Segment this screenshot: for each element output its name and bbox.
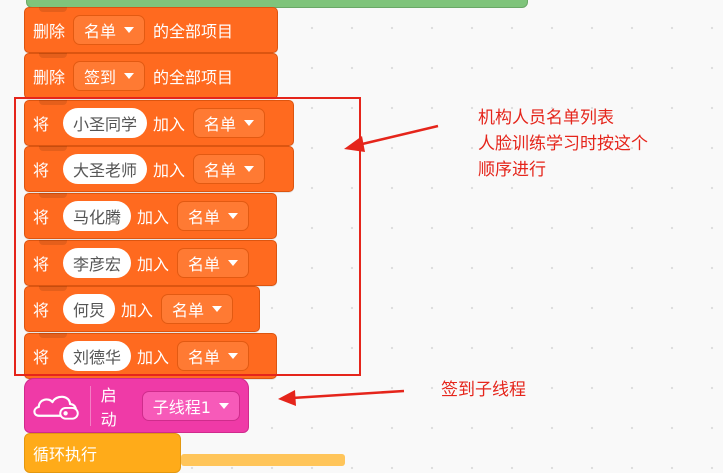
block-verb: 删除 (33, 22, 66, 41)
previous-block[interactable] (26, 0, 528, 8)
loop-label: 循环执行 (33, 445, 98, 464)
block-verb: 将 (33, 348, 50, 367)
dropdown-value: 名单 (188, 348, 221, 367)
add-to-list-block[interactable]: 将 刘德华 加入 名单 (24, 333, 277, 379)
caret-down-icon (228, 260, 239, 266)
block-notch (39, 53, 67, 58)
block-verb: 将 (33, 161, 50, 180)
start-label: 启动 (100, 385, 117, 429)
block-op: 加入 (153, 161, 186, 180)
annotation-line: 机构人员名单列表 (478, 108, 614, 128)
dropdown-value: 名单 (204, 161, 237, 180)
block-notch (39, 146, 67, 151)
block-op: 加入 (137, 348, 170, 367)
delete-all-block-list[interactable]: 删除 名单 的全部项目 (24, 7, 278, 53)
caret-down-icon (244, 120, 255, 126)
value-input[interactable]: 李彦宏 (63, 248, 132, 278)
block-op: 加入 (121, 301, 154, 320)
thread-icon (33, 395, 79, 420)
separator (89, 385, 91, 426)
thread-dropdown[interactable]: 子线程1 (141, 390, 240, 421)
value-input[interactable]: 刘德华 (63, 341, 132, 371)
block-op: 加入 (137, 255, 170, 274)
dropdown-value: 签到 (84, 68, 117, 87)
start-thread-block[interactable]: 启动 子线程1 (24, 378, 249, 433)
list-dropdown[interactable]: 名单 (193, 108, 266, 138)
caret-down-icon (228, 353, 239, 359)
add-to-list-block[interactable]: 将 马化腾 加入 名单 (24, 193, 277, 239)
dropdown-value: 名单 (188, 255, 221, 274)
list-dropdown[interactable]: 名单 (177, 201, 250, 231)
block-op: 加入 (137, 208, 170, 227)
annotation-arrows (278, 124, 439, 406)
annotation-line: 顺序进行 (478, 160, 546, 180)
add-to-list-block[interactable]: 将 李彦宏 加入 名单 (24, 240, 277, 286)
block-op: 加入 (153, 115, 186, 134)
arrow-icon (344, 124, 439, 152)
list-annotation: 机构人员名单列表 人脸训练学习时按这个 顺序进行 (478, 105, 648, 183)
add-to-list-block[interactable]: 将 大圣老师 加入 名单 (24, 146, 294, 192)
dropdown-value: 名单 (84, 22, 117, 41)
block-notch (39, 240, 67, 245)
caret-down-icon (218, 402, 229, 409)
block-verb: 将 (33, 208, 50, 227)
block-verb: 删除 (33, 68, 66, 87)
add-to-list-block[interactable]: 将 何炅 加入 名单 (24, 286, 260, 332)
add-to-list-block[interactable]: 将 小圣同学 加入 名单 (24, 100, 294, 146)
dropdown-value: 名单 (204, 115, 237, 134)
block-verb: 将 (33, 301, 50, 320)
list-dropdown[interactable]: 名单 (177, 248, 250, 278)
block-tail: 的全部项目 (153, 68, 234, 87)
block-tail: 的全部项目 (153, 22, 234, 41)
value-input[interactable]: 小圣同学 (63, 108, 148, 138)
caret-down-icon (212, 306, 223, 312)
block-verb: 将 (33, 255, 50, 274)
block-notch (39, 100, 67, 105)
block-notch (39, 333, 67, 338)
value-input[interactable]: 大圣老师 (63, 154, 148, 184)
list-dropdown[interactable]: 签到 (73, 61, 146, 91)
dropdown-value: 子线程1 (152, 397, 211, 417)
caret-down-icon (124, 73, 135, 79)
delete-all-block-checkin[interactable]: 删除 签到 的全部项目 (24, 53, 278, 99)
caret-down-icon (244, 166, 255, 172)
block-notch (39, 193, 67, 198)
list-dropdown[interactable]: 名单 (177, 341, 250, 371)
block-notch (39, 286, 67, 291)
block-verb: 将 (33, 115, 50, 134)
caret-down-icon (124, 27, 135, 33)
arrow-icon (278, 389, 405, 406)
thread-annotation: 签到子线程 (441, 380, 526, 400)
list-dropdown[interactable]: 名单 (161, 294, 234, 324)
list-dropdown[interactable]: 名单 (73, 15, 146, 45)
dropdown-value: 名单 (188, 208, 221, 227)
block-notch (39, 7, 67, 12)
list-dropdown[interactable]: 名单 (193, 154, 266, 184)
value-input[interactable]: 马化腾 (63, 201, 132, 231)
caret-down-icon (228, 213, 239, 219)
dropdown-value: 名单 (172, 301, 205, 320)
annotation-line: 人脸训练学习时按这个 (478, 134, 648, 154)
value-input[interactable]: 何炅 (63, 294, 116, 324)
